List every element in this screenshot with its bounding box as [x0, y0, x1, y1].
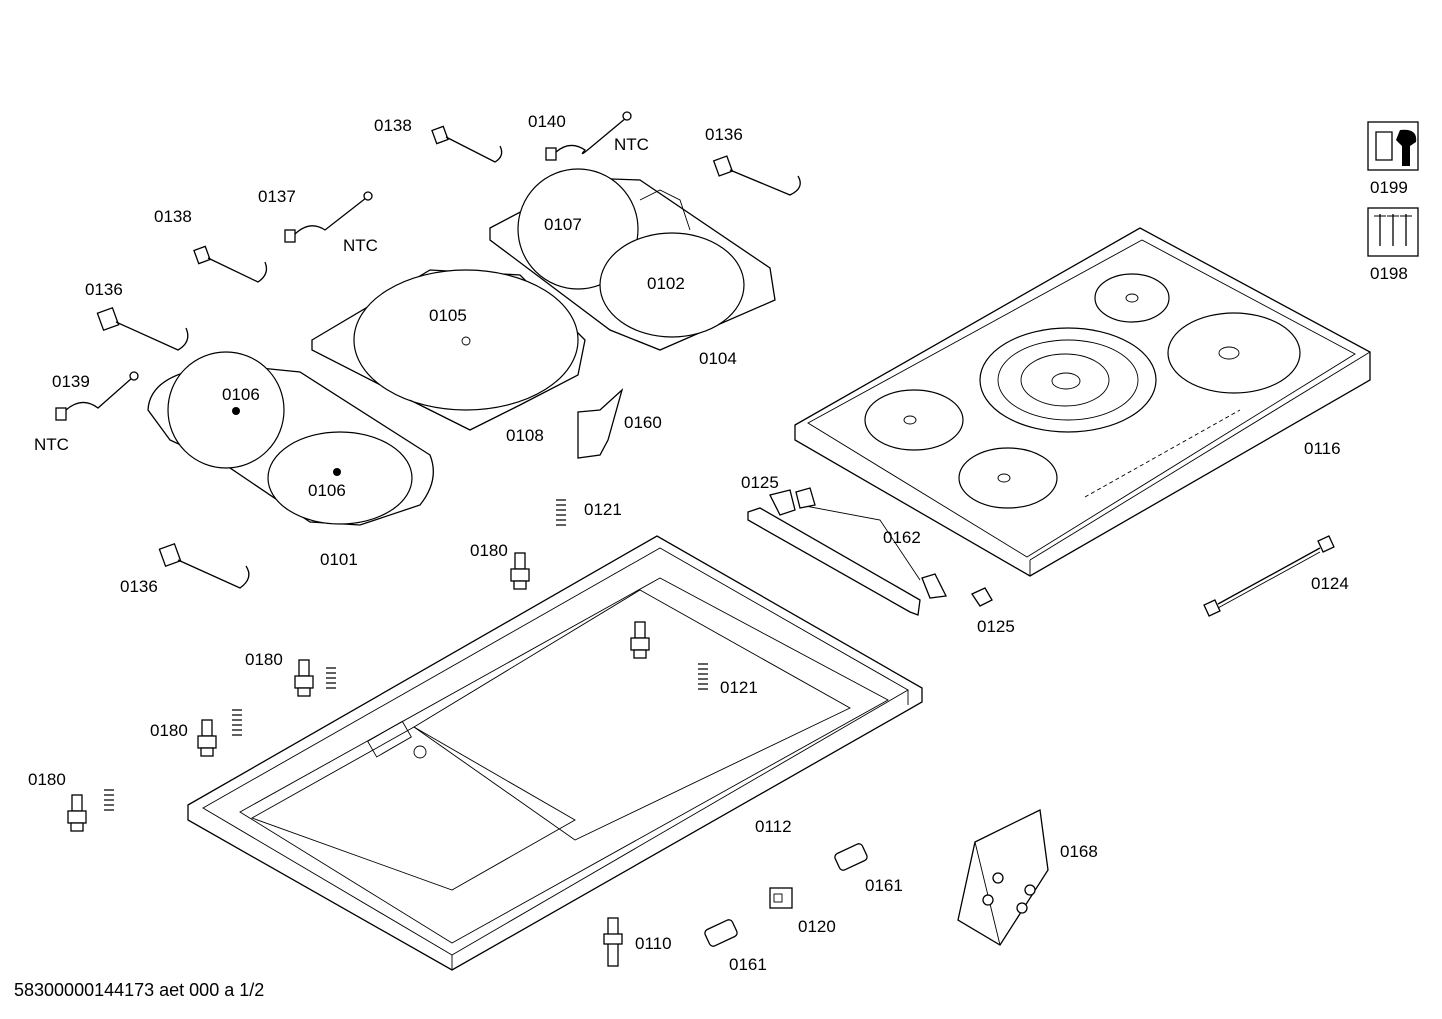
- ceramic-glass-top[interactable]: [794, 227, 1371, 577]
- label-0125-a: 0125: [741, 473, 779, 492]
- label-0199: 0199: [1370, 178, 1408, 197]
- label-0138-left: 0138: [154, 207, 192, 226]
- sensor-ntc-0137[interactable]: [284, 191, 373, 243]
- label-0180-d: 0180: [28, 770, 66, 789]
- label-0102: 0102: [647, 274, 685, 293]
- sensor-ntc-0139[interactable]: [55, 371, 139, 421]
- label-0112: 0112: [755, 817, 792, 836]
- label-0104: 0104: [699, 349, 737, 368]
- label-0136-top-right: 0136: [705, 125, 743, 144]
- spring-0121-a[interactable]: [556, 499, 566, 526]
- spring-0180d[interactable]: [104, 789, 114, 811]
- label-0121-b: 0121: [720, 678, 758, 697]
- part-0120[interactable]: [769, 887, 793, 909]
- label-0162: 0162: [883, 528, 921, 547]
- foot-0180-a[interactable]: [510, 552, 530, 590]
- clip-0125-b[interactable]: [921, 573, 993, 607]
- part-0110[interactable]: [603, 917, 623, 967]
- label-ntc-left: NTC: [34, 435, 69, 454]
- label-ntc-top: NTC: [614, 135, 649, 154]
- sensor-ntc-0140[interactable]: [545, 111, 632, 161]
- label-ntc-middle: NTC: [343, 236, 378, 255]
- cable-0138-top[interactable]: [431, 125, 503, 163]
- foot-0180-d[interactable]: [67, 794, 87, 832]
- radiant-heater-0105[interactable]: [311, 269, 586, 431]
- cable-0136-top-right[interactable]: [712, 155, 801, 196]
- label-0180-c: 0180: [150, 721, 188, 740]
- spring-0180c[interactable]: [232, 709, 242, 736]
- screw-pack-0168[interactable]: [957, 809, 1049, 946]
- label-0138-top: 0138: [374, 116, 412, 135]
- part-0161-a[interactable]: [834, 843, 869, 872]
- label-0180-b: 0180: [245, 650, 283, 669]
- wrench-icon[interactable]: [1367, 121, 1419, 171]
- label-0107: 0107: [544, 215, 582, 234]
- label-0116: 0116: [1304, 439, 1341, 458]
- label-0105: 0105: [429, 306, 467, 325]
- label-0136-left: 0136: [85, 280, 123, 299]
- label-0101: 0101: [320, 550, 358, 569]
- bracket-0160[interactable]: [577, 387, 624, 459]
- label-0125-b: 0125: [977, 617, 1015, 636]
- label-0161-a: 0161: [865, 876, 903, 895]
- label-0139: 0139: [52, 372, 90, 391]
- cable-0136-bottom[interactable]: [158, 542, 250, 589]
- document-id-footer: 58300000144173 aet 000 a 1/2: [14, 980, 265, 1000]
- label-0106-b: 0106: [308, 481, 346, 500]
- label-0108: 0108: [506, 426, 544, 445]
- foot-0180-b[interactable]: [294, 659, 314, 697]
- cable-0136-left[interactable]: [96, 306, 189, 351]
- foot-0180-frame[interactable]: [630, 621, 650, 659]
- bracket-0162[interactable]: [747, 504, 921, 616]
- label-0106-a: 0106: [222, 385, 260, 404]
- label-0137: 0137: [258, 187, 296, 206]
- part-0161-b[interactable]: [704, 919, 739, 948]
- bottom-frame[interactable]: [187, 535, 923, 971]
- label-0180-a: 0180: [470, 541, 508, 560]
- radiant-heater-tray-0104[interactable]: [489, 168, 776, 351]
- cable-harness-0124[interactable]: [1203, 535, 1335, 617]
- label-0168: 0168: [1060, 842, 1098, 861]
- radiant-heater-tray-0101[interactable]: [147, 351, 434, 526]
- screws-icon[interactable]: [1367, 207, 1419, 257]
- label-0120: 0120: [798, 917, 836, 936]
- label-0110: 0110: [635, 934, 672, 953]
- label-0124: 0124: [1311, 574, 1349, 593]
- label-0140: 0140: [528, 112, 566, 131]
- label-0161-b: 0161: [729, 955, 767, 974]
- foot-0180-c[interactable]: [197, 719, 217, 757]
- clip-0125-a[interactable]: [769, 487, 816, 516]
- label-0198: 0198: [1370, 264, 1408, 283]
- spring-0121-b[interactable]: [698, 663, 708, 690]
- label-0121-a: 0121: [584, 500, 622, 519]
- label-0136-bottom: 0136: [120, 577, 158, 596]
- spring-0180b[interactable]: [326, 667, 336, 689]
- label-0160: 0160: [624, 413, 662, 432]
- cable-0138-left[interactable]: [193, 245, 268, 283]
